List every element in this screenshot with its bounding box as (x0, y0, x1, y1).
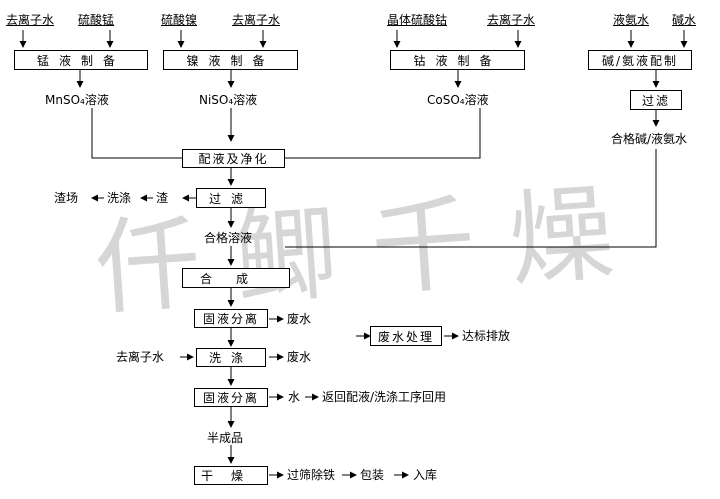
label-pack: 包装 (360, 468, 385, 482)
label-reuse: 返回配液/洗涤工序回用 (322, 390, 447, 404)
label-alkali-ok: 合格碱/液氨水 (611, 132, 688, 146)
box-mix-purify: 配液及净化 (182, 149, 285, 168)
label-slag: 渣 (156, 191, 169, 205)
line-mn-merge (91, 108, 182, 159)
label-discharge: 达标排放 (462, 329, 511, 343)
input-ni-sulfate: 硫酸镍 (161, 13, 198, 27)
line-co-merge (285, 108, 481, 159)
input-ni-water: 去离子水 (232, 13, 281, 27)
box-dry: 干燥 (194, 466, 268, 485)
box-wash: 洗涤 (196, 348, 266, 367)
box-co-prep: 钴液制备 (390, 50, 525, 70)
box-synthesis: 合成 (182, 268, 290, 288)
input-co-water: 去离子水 (487, 13, 536, 27)
line-alkali-feed (285, 149, 657, 248)
label-waste2: 废水 (287, 350, 312, 364)
label-slag-site: 渣场 (54, 191, 79, 205)
label-washing: 洗涤 (107, 191, 132, 205)
box-wastewater: 废水处理 (370, 326, 442, 346)
label-ok-solution: 合格溶液 (204, 231, 253, 245)
label-sieve: 过筛除铁 (287, 468, 336, 482)
label-waste1: 废水 (287, 312, 312, 326)
box-sep1: 固液分离 (194, 309, 268, 328)
input-ammonia-water: 液氨水 (613, 13, 650, 27)
box-filter-right: 过滤 (630, 90, 682, 110)
label-semi: 半成品 (207, 431, 244, 445)
label-mnso4: MnSO₄溶液 (45, 93, 109, 107)
box-filter-main: 过滤 (196, 188, 266, 208)
label-water: 水 (288, 390, 301, 404)
label-niso4: NiSO₄溶液 (199, 93, 258, 107)
box-sep2: 固液分离 (194, 388, 268, 407)
input-mn-water: 去离子水 (6, 13, 55, 27)
label-store: 入库 (413, 468, 438, 482)
box-alkali-prep: 碱/氨液配制 (588, 50, 692, 70)
box-ni-prep: 镍液制备 (163, 50, 298, 70)
box-mn-prep: 锰液制备 (14, 50, 148, 70)
label-wash-water: 去离子水 (116, 350, 165, 364)
input-alkali-water: 碱水 (672, 13, 697, 27)
label-coso4: CoSO₄溶液 (427, 93, 489, 107)
input-co-crystal: 晶体硫酸钴 (387, 13, 448, 27)
input-mn-sulfate: 硫酸锰 (78, 13, 115, 27)
